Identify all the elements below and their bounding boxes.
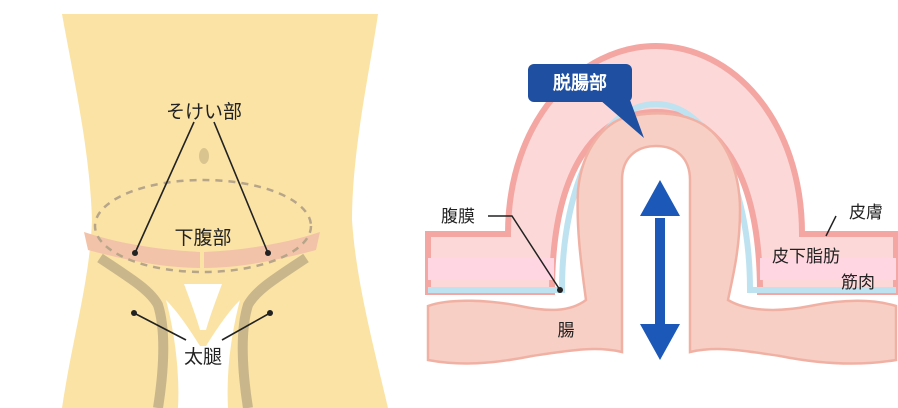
label-lower-abdomen: 下腹部 — [174, 227, 231, 249]
navel — [199, 148, 209, 164]
inner-leg-gap — [166, 300, 240, 408]
intestine — [426, 112, 898, 365]
callout-hernia: 脱腸部 — [528, 64, 644, 138]
protrusion-arrow — [640, 180, 680, 360]
peritoneum-dot — [557, 287, 563, 293]
groin-leader-left — [134, 121, 195, 254]
callout-label: 脱腸部 — [553, 72, 607, 94]
right-hernia-diagram: 脱腸部 腹膜 腸 皮膚 皮下脂肪 筋肉 — [425, 42, 898, 365]
label-subcutaneous-fat: 皮下脂肪 — [772, 247, 840, 267]
label-peritoneum: 腹膜 — [441, 207, 475, 227]
groin-dot-right — [265, 250, 271, 256]
thigh-outline-left — [97, 253, 169, 408]
label-groin: そけい部 — [166, 101, 242, 123]
peritoneum-line — [428, 100, 896, 293]
groin-leader-right — [213, 121, 269, 254]
thigh-dot-right — [267, 310, 273, 316]
peritoneum-leader — [488, 215, 561, 291]
skin-leader — [825, 215, 837, 237]
fat-band-left — [428, 258, 554, 280]
lower-abdomen-outline — [93, 178, 313, 274]
fat-band-right — [760, 258, 896, 280]
label-muscle: 筋肉 — [841, 273, 875, 293]
body-silhouette — [62, 14, 388, 408]
thigh-leader-left — [133, 312, 187, 341]
groin-band-right — [204, 232, 320, 268]
thigh-outline-right — [237, 253, 309, 408]
crotch-gap — [184, 284, 222, 330]
label-skin: 皮膚 — [849, 203, 883, 223]
label-intestine: 腸 — [558, 321, 575, 341]
left-body-diagram: そけい部 下腹部 太腿 — [62, 14, 388, 408]
thigh-leader-right — [221, 312, 271, 341]
groin-dot-left — [132, 250, 138, 256]
thigh-dot-left — [131, 310, 137, 316]
groin-band-left — [84, 232, 200, 268]
label-thigh: 太腿 — [184, 346, 222, 368]
